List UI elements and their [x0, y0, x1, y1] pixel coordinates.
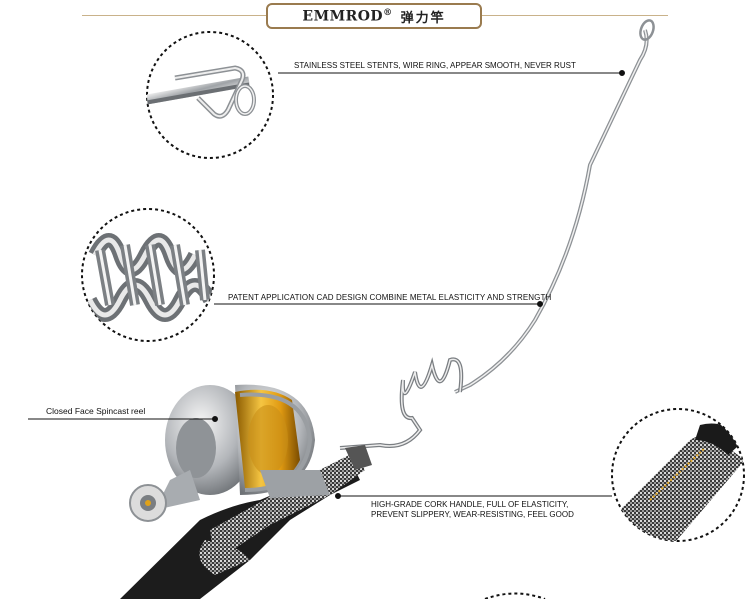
callout-steel: STAINLESS STEEL STENTS, WIRE RING, APPEA…: [294, 61, 576, 70]
header-rule-left: [82, 15, 266, 16]
partial-detail-circle: [484, 592, 546, 599]
detail-circle-spring: [81, 208, 215, 342]
detail-circle-wire-ring: [146, 31, 274, 159]
registered-mark: ®: [383, 7, 393, 18]
callout-patent: PATENT APPLICATION CAD DESIGN COMBINE ME…: [228, 293, 552, 302]
brand-text: EMMROD: [302, 8, 384, 25]
callout-handle-line1: HIGH-GRADE CORK HANDLE, FULL OF ELASTICI…: [371, 500, 569, 509]
spincast-reel: [129, 384, 330, 522]
callout-handle-line2: PREVENT SLIPPERY, WEAR-RESISTING, FEEL G…: [371, 510, 574, 519]
brand-badge: EMMROD® 弹力竿: [266, 3, 482, 29]
callout-reel: Closed Face Spincast reel: [46, 406, 146, 416]
brand-name: EMMROD®: [302, 8, 392, 25]
rod-steel-wire: [339, 19, 655, 450]
detail-circle-handle: [611, 408, 745, 542]
brand-chinese: 弹力竿: [400, 10, 446, 26]
callout-lines: [28, 70, 625, 499]
header-rule-right: [482, 15, 668, 16]
